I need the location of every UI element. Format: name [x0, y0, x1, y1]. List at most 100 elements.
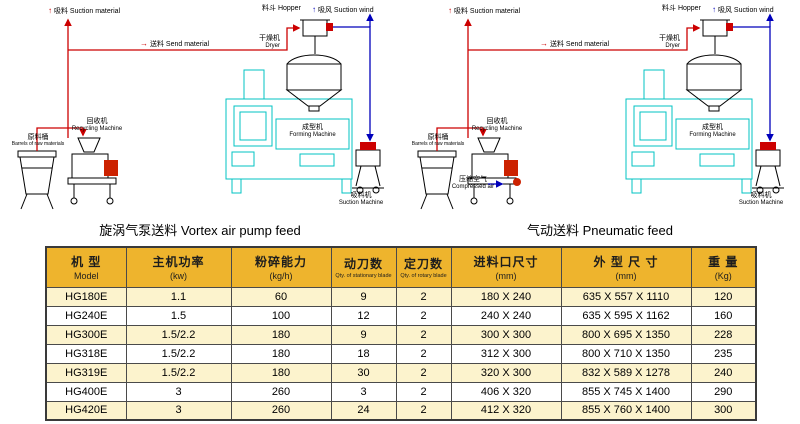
suction-wind-label: ↑ 吸风 Suction wind — [312, 5, 374, 15]
right-arrow-red-icon: → — [140, 39, 148, 48]
compressed-air-label: 压缩空气 Compressed air — [446, 176, 500, 192]
spec-cell: 9 — [330, 324, 397, 345]
spec-cell: 635 X 595 X 1162 — [560, 305, 692, 326]
spec-cell: 100 — [230, 305, 332, 326]
spec-cell: 180 — [230, 324, 332, 345]
column-header: 外 型 尺 寸(mm) — [560, 246, 692, 288]
dryer-label-en: Dryer — [265, 43, 280, 50]
diagram-panel-pneumatic: ↑ 吸料 Suction material 料斗 Hopper ↑ 吸风 Suc… — [404, 2, 796, 218]
forming-machine-label: 成型机 Forming Machine — [276, 124, 349, 140]
forming-label-zh: 成型机 — [302, 124, 323, 131]
column-header: 主机功率(kw) — [125, 246, 232, 288]
model-cell: HG420E — [45, 400, 127, 421]
spec-cell: 300 — [690, 400, 757, 421]
spec-cell: 24 — [330, 400, 397, 421]
model-cell: HG400E — [45, 381, 127, 402]
right-arrow-red-icon: → — [540, 39, 548, 48]
forming-label-zh: 成型机 — [702, 124, 723, 131]
spec-cell: 1.5 — [125, 305, 232, 326]
spec-cell: 300 X 300 — [450, 324, 562, 345]
column-header: 进料口尺寸(mm) — [450, 246, 562, 288]
barrel-label: 原料桶 Barrels of raw materials — [6, 134, 70, 148]
forming-machine-label: 成型机 Forming Machine — [676, 124, 749, 140]
suction-machine-label-en: Suction Machine — [338, 200, 384, 207]
pneumatic-feed-diagram — [404, 2, 796, 218]
suction-machine-label-en: Suction Machine — [738, 200, 784, 207]
recycler-label-en: Recycling Machine — [471, 126, 523, 133]
model-cell: HG240E — [45, 305, 127, 326]
barrel-label: 原料桶 Barrels of raw materials — [406, 134, 470, 148]
up-arrow-red-icon: ↑ — [48, 6, 52, 15]
suction-material-label: ↑ 吸料 Suction material — [448, 6, 520, 16]
recycler-label-en: Recycling Machine — [71, 126, 123, 133]
spec-cell: 1.5/2.2 — [125, 362, 232, 383]
spec-cell: 180 X 240 — [450, 286, 562, 307]
barrel-label-en: Barrels of raw materials — [11, 141, 65, 148]
spec-cell: 1.5/2.2 — [125, 324, 232, 345]
barrel-label-en: Barrels of raw materials — [411, 141, 465, 148]
suction-wind-text: 吸风 Suction wind — [317, 7, 374, 14]
spec-cell: 2 — [395, 343, 452, 364]
suction-material-text: 吸料 Suction material — [453, 8, 521, 15]
spec-cell: 240 X 240 — [450, 305, 562, 326]
spec-cell: 3 — [330, 381, 397, 402]
up-arrow-blue-icon: ↑ — [312, 5, 316, 14]
model-cell: HG300E — [45, 324, 127, 345]
spec-cell: 855 X 760 X 1400 — [560, 400, 692, 421]
recycler-label-zh: 回收机 — [486, 118, 508, 125]
spec-cell: 60 — [230, 286, 332, 307]
suction-material-label: ↑ 吸料 Suction material — [48, 6, 120, 16]
spec-cell: 260 — [230, 381, 332, 402]
suction-material-text: 吸料 Suction material — [53, 8, 121, 15]
up-arrow-blue-icon: ↑ — [712, 5, 716, 14]
dryer-label: 干燥机 Dryer — [228, 35, 280, 51]
spec-cell: 2 — [395, 400, 452, 421]
barrel-label-zh: 原料桶 — [427, 134, 449, 141]
spec-cell: 406 X 320 — [450, 381, 562, 402]
suction-wind-label: ↑ 吸风 Suction wind — [712, 5, 774, 15]
spec-cell: 800 X 695 X 1350 — [560, 324, 692, 345]
compressed-air-label-zh: 压缩空气 — [459, 176, 487, 183]
suction-machine-label-zh: 吸料机 — [750, 192, 772, 199]
spec-cell: 228 — [690, 324, 757, 345]
column-header: 粉碎能力(kg/h) — [230, 246, 332, 288]
spec-cell: 290 — [690, 381, 757, 402]
vortex-feed-caption: 旋涡气泵送料 Vortex air pump feed — [99, 223, 301, 238]
spec-cell: 312 X 300 — [450, 343, 562, 364]
spec-cell: 160 — [690, 305, 757, 326]
compressed-air-extras — [488, 178, 521, 188]
spec-cell: 180 — [230, 362, 332, 383]
spec-cell: 2 — [395, 286, 452, 307]
spec-cell: 30 — [330, 362, 397, 383]
diagram-panel-vortex: ↑ 吸料 Suction material 料斗 Hopper ↑ 吸风 Suc… — [4, 2, 396, 218]
spec-cell: 2 — [395, 362, 452, 383]
recycler-label: 回收机 Recycling Machine — [58, 118, 136, 134]
compressed-air-label-en: Compressed air — [451, 184, 495, 191]
dryer-label-en: Dryer — [665, 43, 680, 50]
spec-cell: 9 — [330, 286, 397, 307]
pneumatic-feed-caption: 气动送料 Pneumatic feed — [527, 223, 673, 238]
spec-cell: 240 — [690, 362, 757, 383]
spec-cell: 320 X 300 — [450, 362, 562, 383]
vortex-feed-diagram — [4, 2, 396, 218]
spec-cell: 635 X 557 X 1110 — [560, 286, 692, 307]
hopper-label: 料斗 Hopper — [262, 5, 301, 12]
forming-label-en: Forming Machine — [689, 132, 736, 139]
spec-cell: 12 — [330, 305, 397, 326]
suction-machine-label: 吸料机 Suction Machine — [328, 192, 394, 208]
spec-cell: 18 — [330, 343, 397, 364]
send-material-text: 送料 Send material — [149, 41, 210, 48]
spec-cell: 1.5/2.2 — [125, 343, 232, 364]
